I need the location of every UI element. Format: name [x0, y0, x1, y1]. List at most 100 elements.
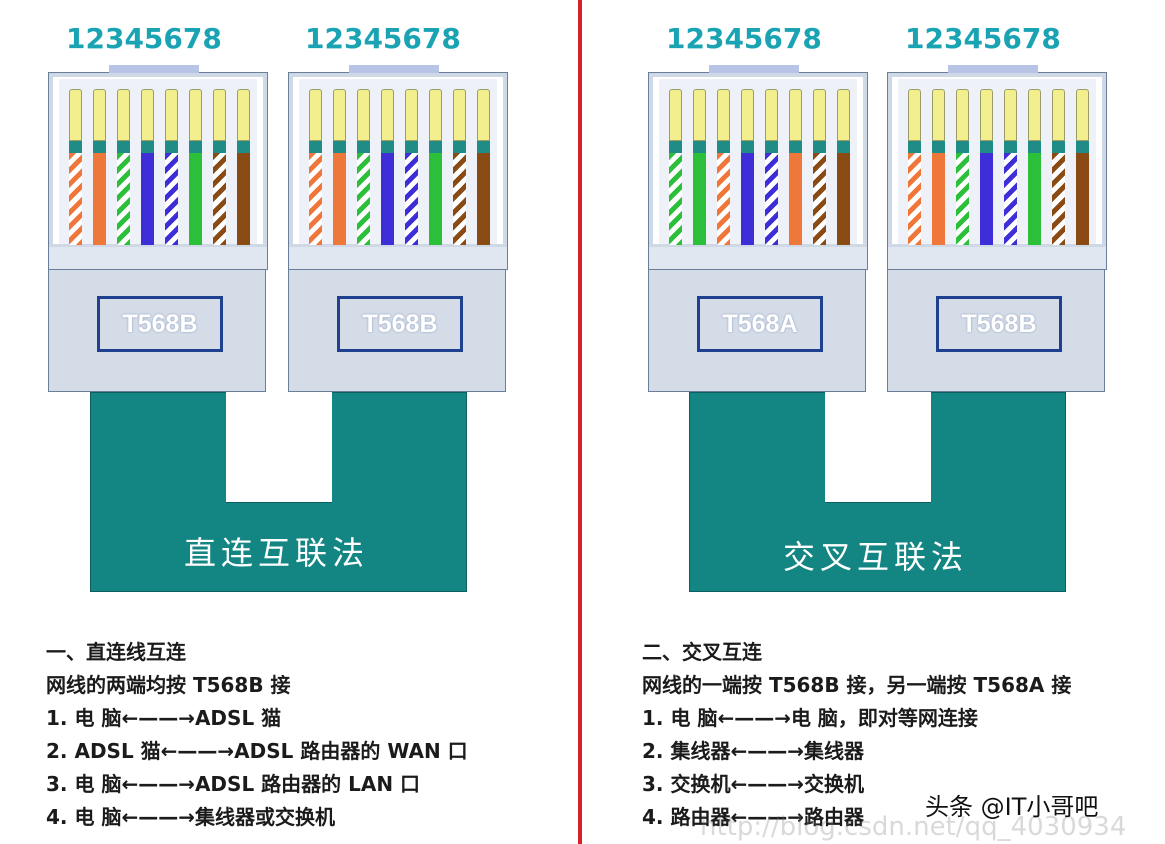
pin-contact	[1004, 89, 1017, 141]
pin-contact	[93, 89, 106, 141]
pin-crimp	[765, 141, 778, 153]
cable-title: 直连互联法	[184, 534, 370, 572]
pin-contact	[956, 89, 969, 141]
cable-loop-gap	[825, 392, 931, 503]
pin-crimp	[789, 141, 802, 153]
pin-crimp	[1076, 141, 1089, 153]
notes-line: 4. 路由器←——→路由器	[642, 805, 864, 829]
pin-contact	[357, 89, 370, 141]
wire-green-white	[357, 153, 370, 245]
wire-brown	[837, 153, 850, 245]
connector-body: T568B	[288, 269, 506, 392]
standard-label: T568B	[337, 296, 463, 352]
wire-blue	[980, 153, 993, 245]
pin-contact	[765, 89, 778, 141]
pin-crimp	[309, 141, 322, 153]
wire-blue	[141, 153, 154, 245]
pin-contact	[69, 89, 82, 141]
pin-crimp	[333, 141, 346, 153]
pin-contact	[717, 89, 730, 141]
wire-brown	[1076, 153, 1089, 245]
pin-contact	[405, 89, 418, 141]
connector-latch	[709, 65, 799, 73]
pin-contact	[980, 89, 993, 141]
pin-crimp	[429, 141, 442, 153]
wire-area	[659, 79, 857, 245]
pin-contact	[333, 89, 346, 141]
pin-crimp	[693, 141, 706, 153]
blog-url-watermark: http://blog.csdn.net/qq_4030934	[700, 812, 1127, 842]
wire-orange-white	[908, 153, 921, 245]
pin-crimp	[932, 141, 945, 153]
pin-crimp	[381, 141, 394, 153]
connector-latch	[948, 65, 1038, 73]
standard-label: T568A	[697, 296, 823, 352]
pin-crimp	[141, 141, 154, 153]
pin-crimp	[908, 141, 921, 153]
notes-line: 3. 电 脑←——→ADSL 路由器的 LAN 口	[46, 772, 421, 796]
wire-blue	[741, 153, 754, 245]
pin-contact	[381, 89, 394, 141]
wire-green	[1028, 153, 1041, 245]
pin-crimp	[717, 141, 730, 153]
connector-latch	[109, 65, 199, 73]
pin-numbers: 12345678	[66, 22, 222, 55]
pin-contact	[693, 89, 706, 141]
panel-divider	[578, 0, 582, 844]
connector-head	[48, 65, 268, 249]
pin-contact	[813, 89, 826, 141]
pin-crimp	[1052, 141, 1065, 153]
pin-crimp	[741, 141, 754, 153]
pin-contact	[453, 89, 466, 141]
connector-collar	[887, 247, 1107, 270]
connector-head	[648, 65, 868, 249]
wire-green	[693, 153, 706, 245]
pin-contact	[117, 89, 130, 141]
pin-crimp	[980, 141, 993, 153]
pin-crimp	[837, 141, 850, 153]
pin-contact	[429, 89, 442, 141]
straight-through-panel: 12345678 12345678 直连互联法 T568B T568B 一、直连…	[0, 0, 580, 844]
wire-orange	[789, 153, 802, 245]
wire-brown	[237, 153, 250, 245]
notes-heading: 二、交叉互连	[642, 640, 762, 664]
wire-blue-white	[405, 153, 418, 245]
pin-numbers: 12345678	[905, 22, 1061, 55]
pin-crimp	[357, 141, 370, 153]
wire-green	[429, 153, 442, 245]
pin-crimp	[813, 141, 826, 153]
pin-contact	[141, 89, 154, 141]
pin-contact	[189, 89, 202, 141]
pin-crimp	[405, 141, 418, 153]
pin-crimp	[213, 141, 226, 153]
connector-body: T568B	[887, 269, 1105, 392]
pin-crimp	[165, 141, 178, 153]
wire-blue-white	[165, 153, 178, 245]
pin-crimp	[477, 141, 490, 153]
pin-crimp	[93, 141, 106, 153]
crossover-notes: 二、交叉互连 网线的一端按 T568B 接，另一端按 T568A 接 1. 电 …	[642, 636, 1071, 834]
connector-latch	[349, 65, 439, 73]
wire-brown-white	[453, 153, 466, 245]
connector-collar	[648, 247, 868, 270]
wire-brown	[477, 153, 490, 245]
pin-crimp	[453, 141, 466, 153]
pin-crimp	[189, 141, 202, 153]
pin-contact	[477, 89, 490, 141]
connector-collar	[48, 247, 268, 270]
wire-brown-white	[213, 153, 226, 245]
wire-green	[189, 153, 202, 245]
cable-title: 交叉互联法	[783, 538, 969, 576]
connector-body: T568A	[648, 269, 866, 392]
wire-orange-white	[309, 153, 322, 245]
wire-brown-white	[813, 153, 826, 245]
wire-orange	[93, 153, 106, 245]
connector-head	[288, 65, 508, 249]
rj45-connector: T568B	[887, 65, 1107, 392]
wire-orange	[932, 153, 945, 245]
pin-crimp	[669, 141, 682, 153]
pin-crimp	[956, 141, 969, 153]
wire-orange	[333, 153, 346, 245]
cable-loop-gap	[226, 392, 332, 503]
toutiao-watermark: 头条 @IT小哥吧	[925, 793, 1099, 821]
